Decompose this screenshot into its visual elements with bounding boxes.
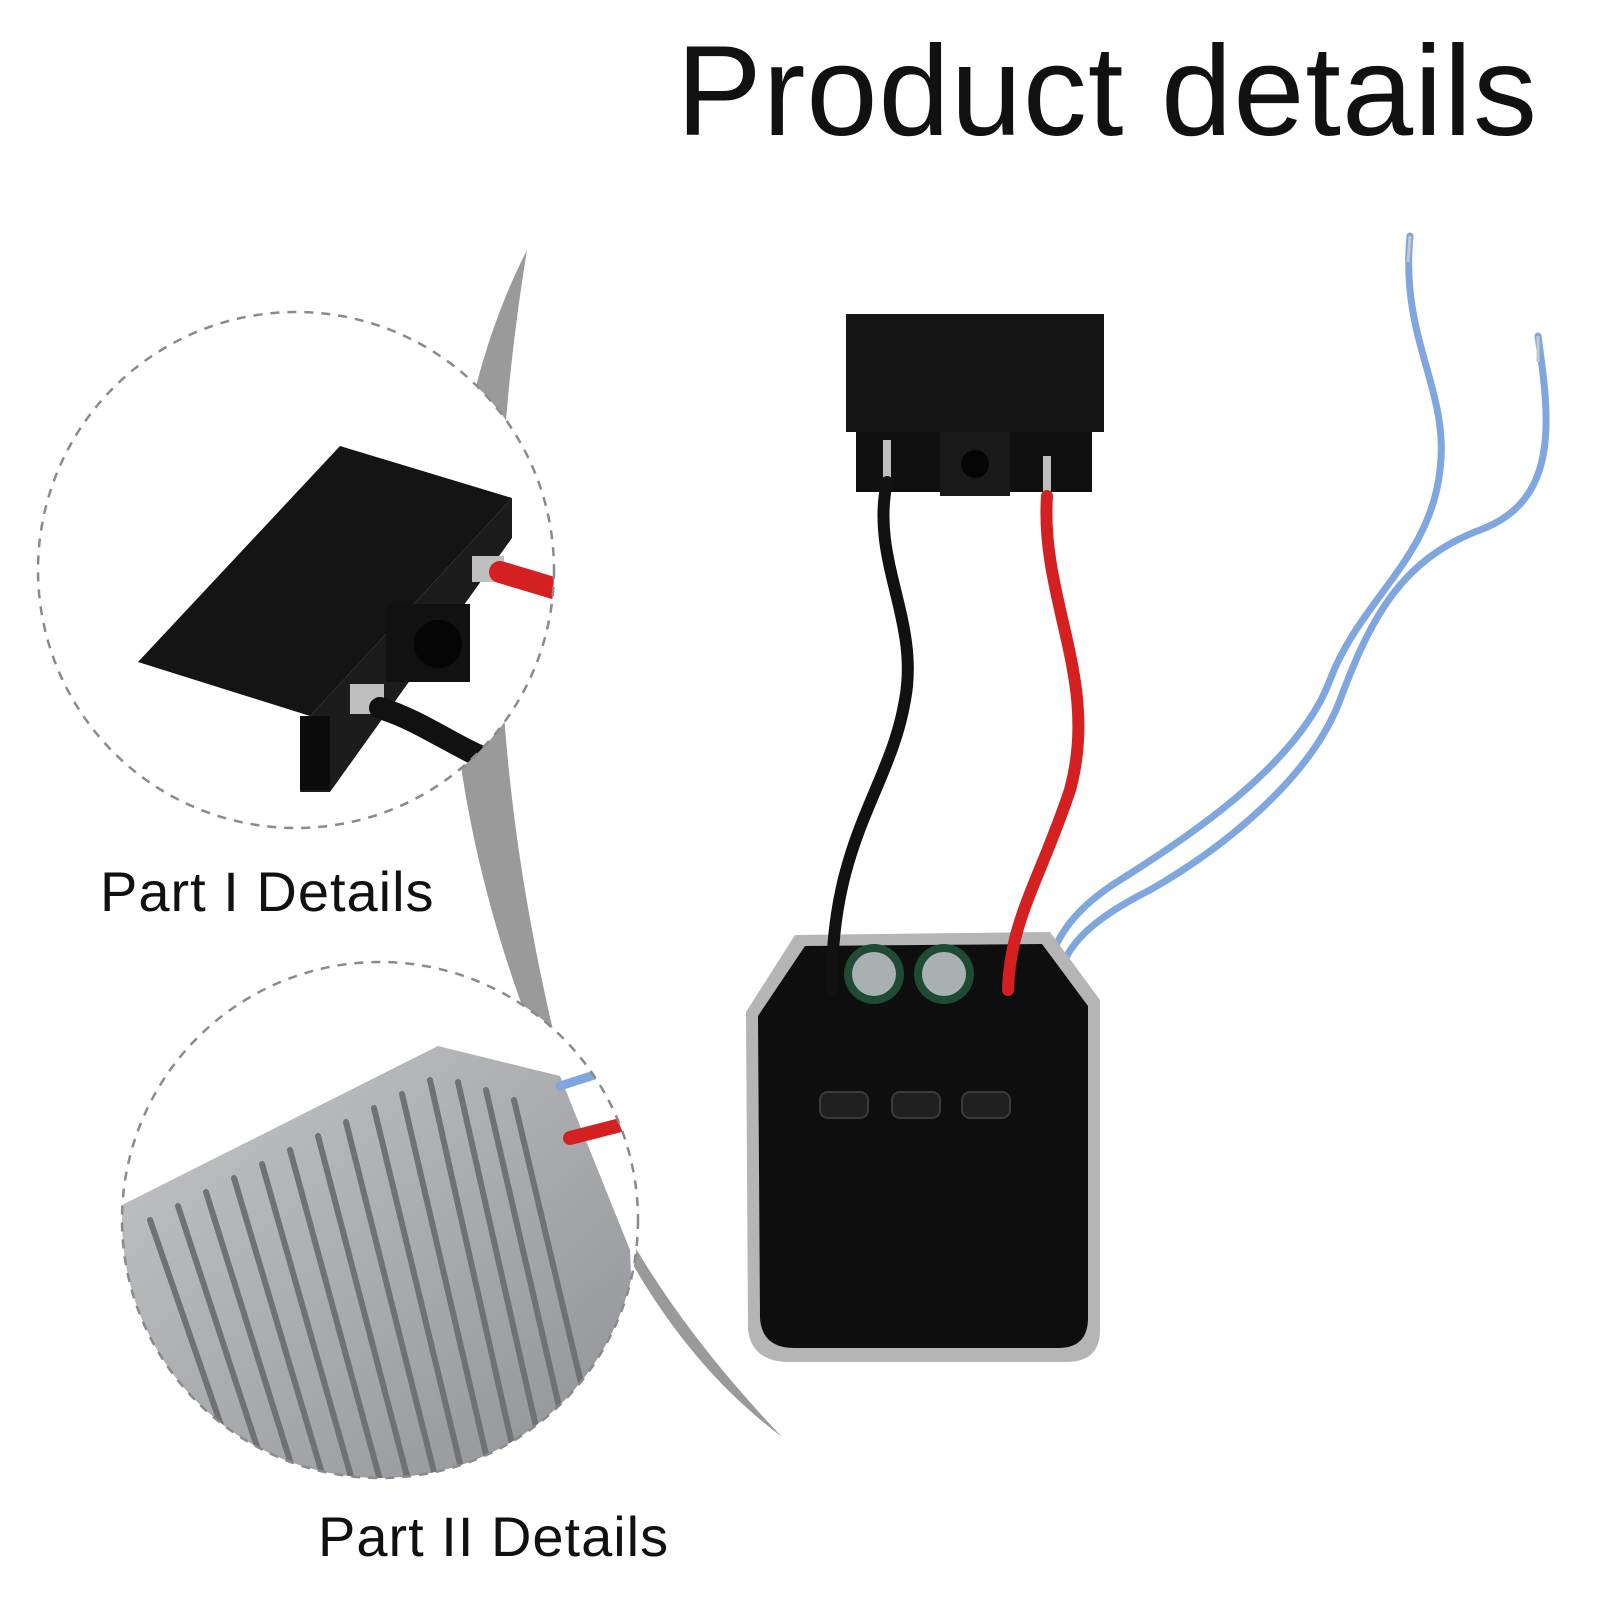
- part-1-caption: Part I Details: [100, 860, 435, 923]
- detail-circle-2: [120, 960, 640, 1480]
- black-wire: [825, 476, 914, 996]
- part-2-caption: Part II Details: [318, 1505, 670, 1568]
- blue-wire-1: [1046, 232, 1445, 964]
- blue-wire-2: [1058, 332, 1550, 972]
- product-main: [746, 232, 1550, 1362]
- detail-circle-1: [36, 310, 556, 830]
- connector-block: [846, 314, 1104, 432]
- page-title: Product details: [676, 20, 1538, 163]
- callout-band: [448, 250, 782, 1437]
- red-wire: [1002, 490, 1085, 996]
